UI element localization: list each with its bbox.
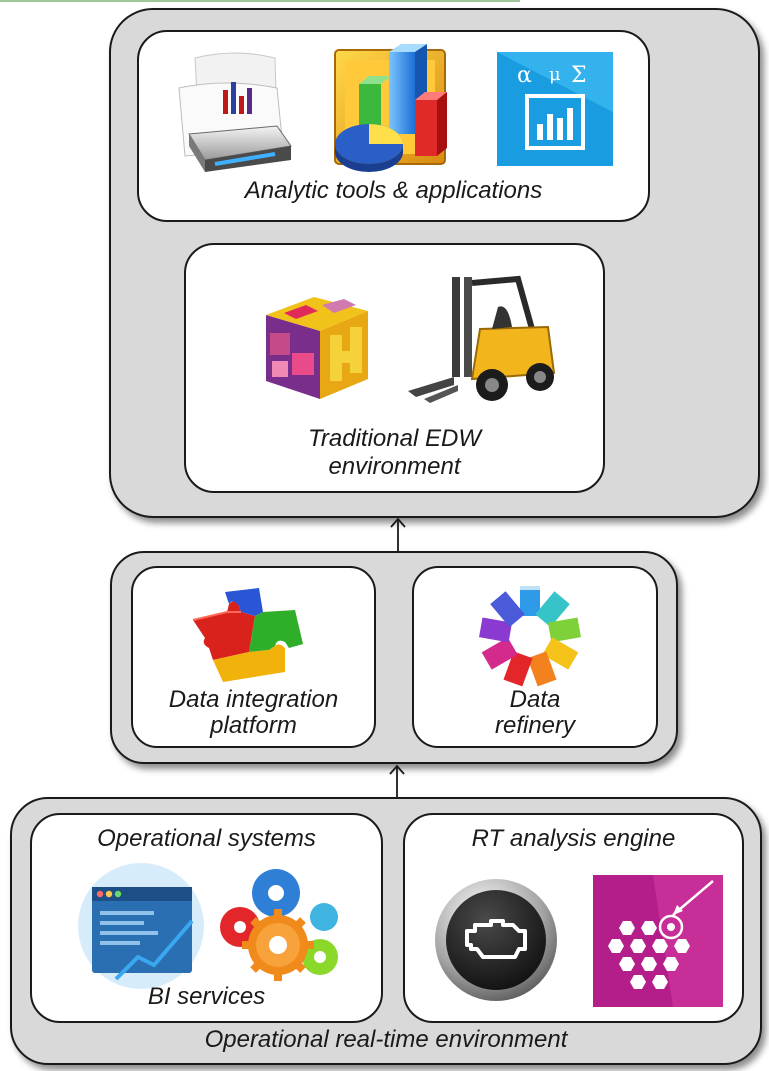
gears-icon (220, 869, 338, 981)
data-integration-box: Data integration platform (131, 566, 376, 748)
statistics-icon: α μ Σ (497, 52, 613, 166)
flow-arrow-upper (390, 517, 406, 553)
edw-box: Traditional EDW environment (184, 243, 605, 493)
operational-systems-box: Operational systems BI services (30, 813, 383, 1023)
hexagon-network-icon (593, 875, 723, 1007)
bi-services-label: BI services (147, 983, 266, 1010)
data-refinery-label-line2: refinery (494, 712, 576, 739)
top-divider (0, 0, 520, 2)
svg-text:Σ: Σ (571, 63, 587, 88)
svg-text:μ: μ (549, 64, 561, 85)
data-refinery-label-line1: Data (509, 686, 561, 713)
analytic-tools-label: Analytic tools & applications (244, 177, 543, 204)
data-integration-label-line2: platform (210, 712, 297, 739)
rt-analysis-label: RT analysis engine (471, 825, 676, 852)
flow-arrow-lower (389, 764, 405, 800)
engine-warning-icon (435, 879, 557, 1001)
operational-systems-label: Operational systems (97, 825, 316, 852)
edw-label-line2: environment (328, 453, 461, 480)
data-integration-label-line1: Data integration (168, 686, 339, 713)
puzzle-pieces-icon (192, 588, 303, 682)
3d-chart-icon (334, 44, 447, 172)
svg-text:α: α (517, 63, 532, 88)
dashboard-window-icon (78, 863, 204, 989)
operational-environment-label: Operational real-time environment (204, 1026, 568, 1053)
forklift-icon (408, 275, 556, 403)
refinery-arrows-icon (479, 580, 581, 687)
printer-chart-icon (178, 52, 292, 172)
analytic-tools-box: α μ Σ Analytic tools & applications (137, 30, 650, 222)
rt-analysis-box: RT analysis engine (403, 813, 744, 1023)
edw-label-line1: Traditional EDW (308, 425, 481, 452)
puzzle-cube-icon (266, 297, 368, 399)
data-refinery-box: Data refinery (412, 566, 658, 748)
